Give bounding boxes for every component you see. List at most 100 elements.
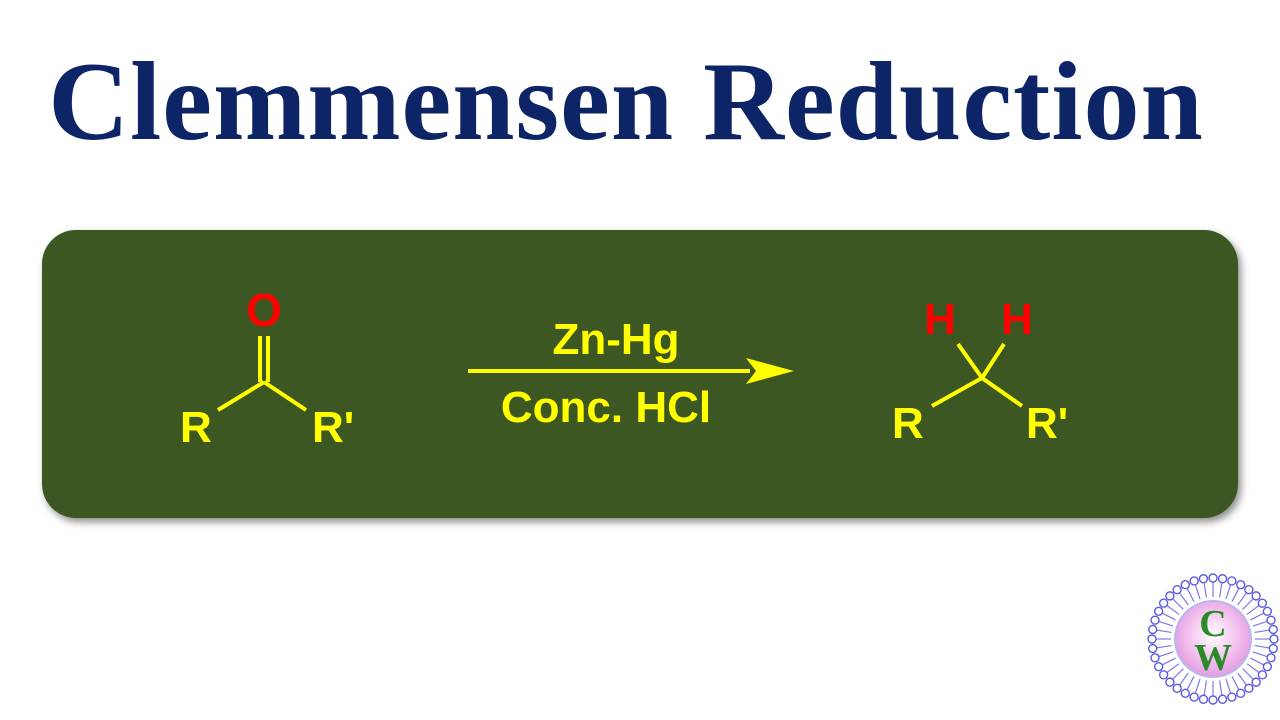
logo-bead-tail — [1178, 591, 1189, 606]
logo-bead-tail — [1250, 612, 1265, 621]
logo-bead-tail — [1250, 657, 1265, 666]
bond-r-ch2 — [931, 376, 983, 408]
logo-bead — [1189, 692, 1199, 702]
logo-bead — [1227, 692, 1237, 702]
logo-bead-tail — [1254, 644, 1271, 649]
logo-bead — [1217, 574, 1228, 584]
reactant-r-prime-label: R' — [312, 403, 354, 452]
logo-bead — [1268, 643, 1278, 654]
logo-bead — [1251, 677, 1261, 687]
logo-bead — [1158, 670, 1169, 680]
logo-bead — [1153, 661, 1164, 672]
logo-bead — [1153, 606, 1164, 617]
logo-bead-tail — [1252, 651, 1269, 658]
logo-bead — [1172, 584, 1182, 595]
logo-bead — [1235, 688, 1246, 699]
logo-bead — [1189, 576, 1199, 586]
bond-ch2-r-prime — [980, 376, 1024, 408]
reaction-scheme: O R R' Zn-Hg Conc. HCl H H R R' — [180, 284, 1068, 452]
logo-bead — [1198, 694, 1209, 704]
logo-bead — [1148, 624, 1158, 635]
logo-bead-tail — [1218, 680, 1223, 697]
logo-bead — [1251, 591, 1261, 601]
logo-bead — [1244, 584, 1254, 595]
logo-bead — [1165, 677, 1175, 687]
reaction-arrow-group: Zn-Hg Conc. HCl — [468, 315, 794, 432]
logo-bead-tail — [1246, 663, 1261, 674]
bond-c-h-right — [980, 342, 1006, 380]
logo-center-disc — [1174, 600, 1252, 678]
logo-bead-tail — [1254, 629, 1271, 634]
logo-letter-w: W — [1194, 637, 1232, 679]
logo-bead-tail — [1161, 657, 1176, 666]
reaction-panel: O R R' Zn-Hg Conc. HCl H H R R' — [42, 230, 1238, 518]
logo-bead — [1262, 606, 1273, 617]
product-r-prime-label: R' — [1026, 399, 1068, 448]
product-hydrogen-left-label: H — [924, 295, 956, 344]
logo-bead — [1269, 634, 1279, 644]
reactant-oxygen-label: O — [246, 284, 282, 336]
logo-bead — [1208, 573, 1218, 583]
logo-bead-tail — [1203, 680, 1208, 697]
logo-bead-tail — [1225, 678, 1232, 695]
reaction-arrow-head — [746, 358, 794, 384]
channel-logo: C W — [1146, 572, 1280, 706]
logo-bead — [1208, 695, 1218, 705]
logo-bead-tail — [1171, 668, 1184, 681]
logo-bead — [1268, 624, 1278, 635]
logo-bead — [1150, 615, 1160, 625]
logo-bead-tail — [1194, 678, 1201, 695]
reactant-r-label: R — [180, 403, 212, 452]
logo-bead-tail — [1231, 676, 1240, 691]
logo-bead-tail — [1165, 604, 1180, 615]
logo-bead — [1147, 634, 1157, 644]
logo-bead-tail — [1203, 581, 1208, 598]
logo-bead-tail — [1246, 604, 1261, 615]
logo-bead-tail — [1157, 651, 1174, 658]
logo-bead — [1158, 598, 1169, 608]
logo-bead-tail — [1171, 597, 1184, 610]
logo-letter-c: C — [1199, 603, 1226, 645]
reagent-above-arrow: Zn-Hg — [552, 315, 679, 364]
logo-bead — [1217, 694, 1228, 704]
logo-bead-tail — [1186, 676, 1195, 691]
product-hydrogen-right-label: H — [1001, 295, 1033, 344]
logo-bead — [1257, 598, 1268, 608]
logo-bead-tail — [1155, 629, 1172, 634]
logo-bead-tail — [1186, 587, 1195, 602]
logo-bead — [1244, 683, 1254, 694]
logo-bead — [1257, 670, 1268, 680]
logo-bead — [1165, 591, 1175, 601]
logo-bead — [1180, 579, 1191, 590]
logo-bead — [1227, 576, 1237, 586]
reactant-ketone: O R R' — [180, 284, 354, 452]
logo-bead — [1266, 653, 1276, 663]
logo-bead — [1262, 661, 1273, 672]
bond-r-carbonyl — [216, 380, 266, 412]
logo-bead-tail — [1194, 583, 1201, 600]
logo-bead-tail — [1225, 583, 1232, 600]
logo-bead-ring — [1147, 573, 1279, 705]
logo-bead — [1266, 615, 1276, 625]
logo-bead-tail — [1237, 591, 1248, 606]
bond-c-h-left — [956, 342, 984, 380]
product-r-label: R — [892, 399, 924, 448]
product-alkane: H H R R' — [892, 295, 1068, 448]
logo-bead — [1180, 688, 1191, 699]
logo-bead — [1150, 653, 1160, 663]
reagent-below-arrow: Conc. HCl — [501, 383, 711, 432]
logo-bead-tail — [1178, 672, 1189, 687]
logo-bead — [1198, 574, 1209, 584]
page-title: Clemmensen Reduction — [48, 40, 1204, 164]
logo-bead-tail — [1161, 612, 1176, 621]
logo-bead-tail — [1218, 581, 1223, 598]
logo-bead-tail — [1242, 597, 1255, 610]
logo-bead-tail — [1231, 587, 1240, 602]
logo-bead-tail — [1165, 663, 1180, 674]
logo-bead-tail — [1242, 668, 1255, 681]
logo-bead-tail — [1157, 620, 1174, 627]
logo-emblem: C W — [1147, 573, 1279, 705]
logo-bead — [1235, 579, 1246, 590]
logo-bead — [1148, 643, 1158, 654]
logo-bead-tail — [1237, 672, 1248, 687]
